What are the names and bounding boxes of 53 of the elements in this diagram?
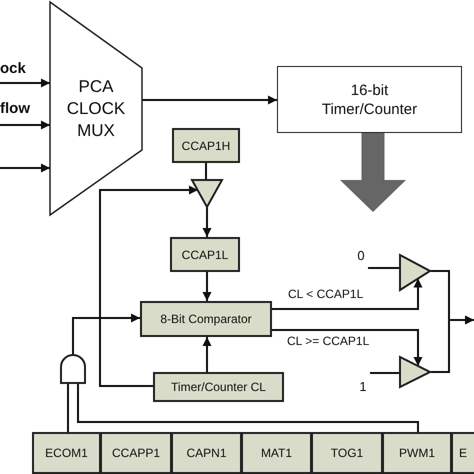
block-label: 16-bit Timer/Counter (320, 80, 418, 118)
arrow (0, 78, 50, 88)
input-value: 0 (354, 247, 368, 264)
arrow (99, 186, 198, 387)
buffer-symbol (399, 254, 431, 291)
arrow (430, 316, 474, 373)
arrow (0, 164, 50, 172)
register-box (170, 237, 240, 272)
block-label: PWM1 (399, 446, 435, 460)
input-value: 1 (356, 378, 370, 395)
register-box (311, 432, 383, 474)
arrow (0, 120, 50, 130)
arrow (202, 272, 212, 301)
edge-label: CL >= CCAP1L (287, 334, 370, 348)
register-box (382, 432, 452, 474)
arrow (202, 337, 212, 372)
wire (370, 372, 400, 374)
arrow (142, 96, 277, 104)
counter-block (277, 66, 462, 133)
and-gate-symbol (60, 354, 86, 384)
mux-block (50, 2, 142, 215)
register-box (100, 432, 172, 474)
block-arrow (340, 133, 406, 212)
wire (205, 163, 207, 180)
block-label: CCAP1L (182, 248, 228, 262)
buffer-symbol (399, 356, 431, 388)
arrow (72, 314, 140, 355)
arrow (272, 278, 422, 310)
register-box (153, 372, 284, 402)
edge-label: ock (0, 60, 26, 77)
wire (67, 383, 69, 432)
block-label: E (459, 446, 468, 460)
arrow (272, 329, 422, 366)
block-label: MAT1 (260, 446, 292, 460)
block-label: CCAPP1 (112, 446, 160, 460)
register-box (140, 301, 272, 337)
arrow (202, 207, 212, 237)
block-label: TOG1 (330, 446, 364, 460)
register-box (241, 432, 312, 474)
block-label: Timer/Counter CL (171, 380, 266, 394)
register-box (172, 128, 240, 163)
register-box (171, 432, 242, 474)
edge-label: flow (0, 100, 30, 117)
block-label: 8-Bit Comparator (160, 312, 252, 326)
block-label: PCA CLOCK MUX (66, 76, 126, 142)
edge-label: CL < CCAP1L (288, 287, 364, 301)
buffer-symbol (191, 179, 223, 208)
block-label: CCAP1H (182, 138, 230, 152)
register-box (32, 432, 101, 474)
wire (77, 383, 419, 432)
wire (368, 267, 400, 269)
block-label: CAPN1 (186, 446, 226, 460)
block-label: ECOM1 (45, 446, 88, 460)
